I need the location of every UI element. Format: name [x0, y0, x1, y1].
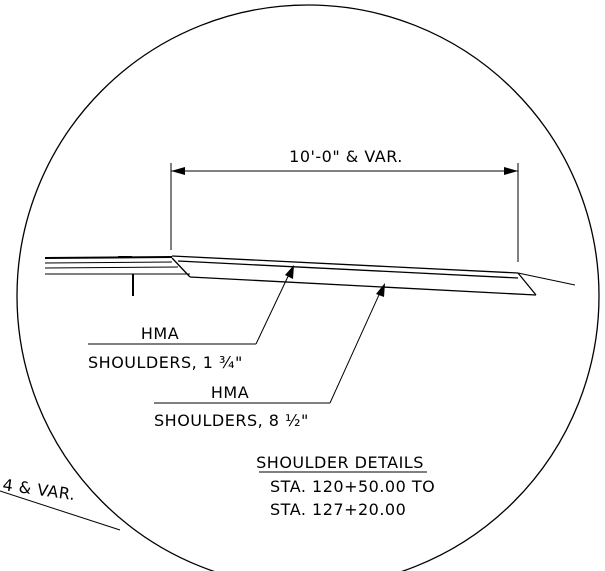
detail-circle	[16, 4, 600, 571]
partial-label-text: 4 & VAR.	[1, 475, 76, 504]
existing-pavement-lines	[44, 256, 190, 296]
callout-2-arrowhead	[376, 283, 385, 297]
width-dimension: 10'-0" & VAR.	[170, 147, 519, 262]
callout-2-leader	[329, 285, 384, 404]
callout-2-line2: SHOULDERS, 8 ½"	[154, 411, 309, 430]
callout-hma-2: HMA SHOULDERS, 8 ½"	[154, 283, 385, 430]
detail-title-block: SHOULDER DETAILS STA. 120+50.00 TO STA. …	[256, 453, 435, 519]
arrowhead-right	[504, 167, 518, 175]
callout-1-line2: SHOULDERS, 1 ¾"	[88, 353, 243, 372]
partial-label: 4 & VAR.	[0, 475, 121, 531]
dimension-label: 10'-0" & VAR.	[289, 147, 403, 166]
shoulder-section	[171, 255, 576, 296]
callout-1-line1: HMA	[141, 324, 179, 343]
detail-title: SHOULDER DETAILS	[256, 453, 424, 472]
callout-2-line1: HMA	[211, 383, 249, 402]
detail-station-to: STA. 127+20.00	[270, 500, 406, 519]
arrowhead-left	[171, 167, 185, 175]
partial-label-underline	[0, 490, 121, 531]
callout-1-arrowhead	[285, 265, 294, 279]
detail-station-from: STA. 120+50.00 TO	[270, 477, 435, 496]
callout-1-leader	[255, 267, 293, 345]
callout-hma-1: HMA SHOULDERS, 1 ¾"	[88, 265, 294, 372]
